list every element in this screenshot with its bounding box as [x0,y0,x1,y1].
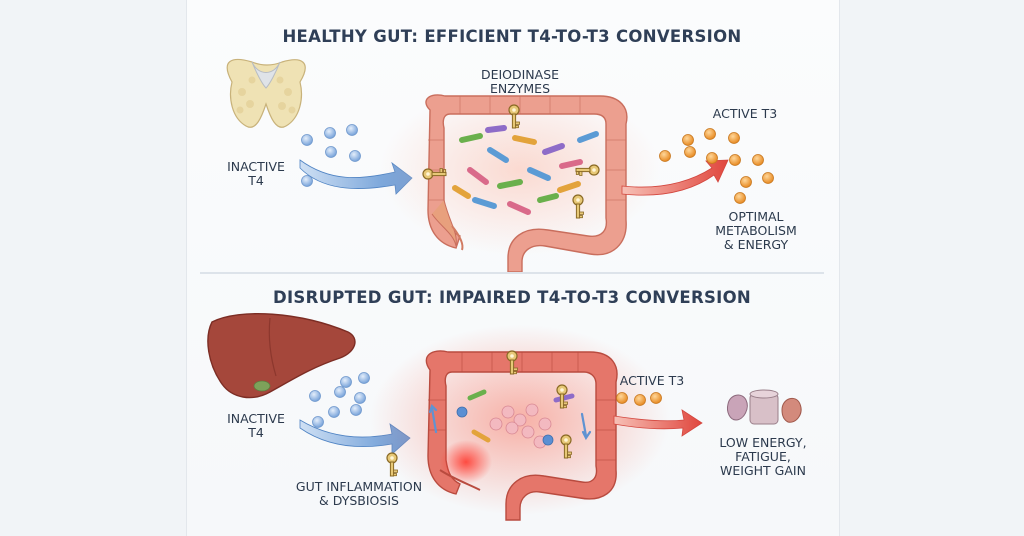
inactive-t4-label: INACTIVE T4 [227,411,285,440]
enzyme-label: DEIODINASE ENZYMES [480,67,560,96]
t4-molecules [309,372,370,428]
t3-arrow [621,159,729,196]
t4-molecules [301,124,361,187]
bacteria-icon [452,125,599,215]
disrupted-gut-title: DISRUPTED GUT: IMPAIRED T4-TO-T3 CONVERS… [272,288,752,307]
tissue-icon [727,389,802,425]
thyroid-gland-icon [226,58,306,128]
active-t3-label: ACTIVE T3 [619,373,685,388]
optimal-outcome-label: OPTIMAL METABOLISM & ENERGY [715,209,797,252]
t3-molecules [659,128,774,204]
liver-icon [207,313,356,399]
healthy-gut-title: HEALTHY GUT: EFFICIENT T4-TO-T3 CONVERSI… [282,27,742,46]
impaired-outcome-label: LOW ENERGY, FATIGUE, WEIGHT GAIN [719,435,807,478]
colon-icon [380,85,660,273]
inflammation-label: GUT INFLAMMATION & DYSBIOSIS [295,479,423,508]
t3-arrow [613,409,703,437]
section-divider [200,272,824,274]
inactive-t4-label: INACTIVE T4 [227,159,285,188]
active-t3-label: ACTIVE T3 [712,106,778,121]
t3-molecules [616,392,662,406]
